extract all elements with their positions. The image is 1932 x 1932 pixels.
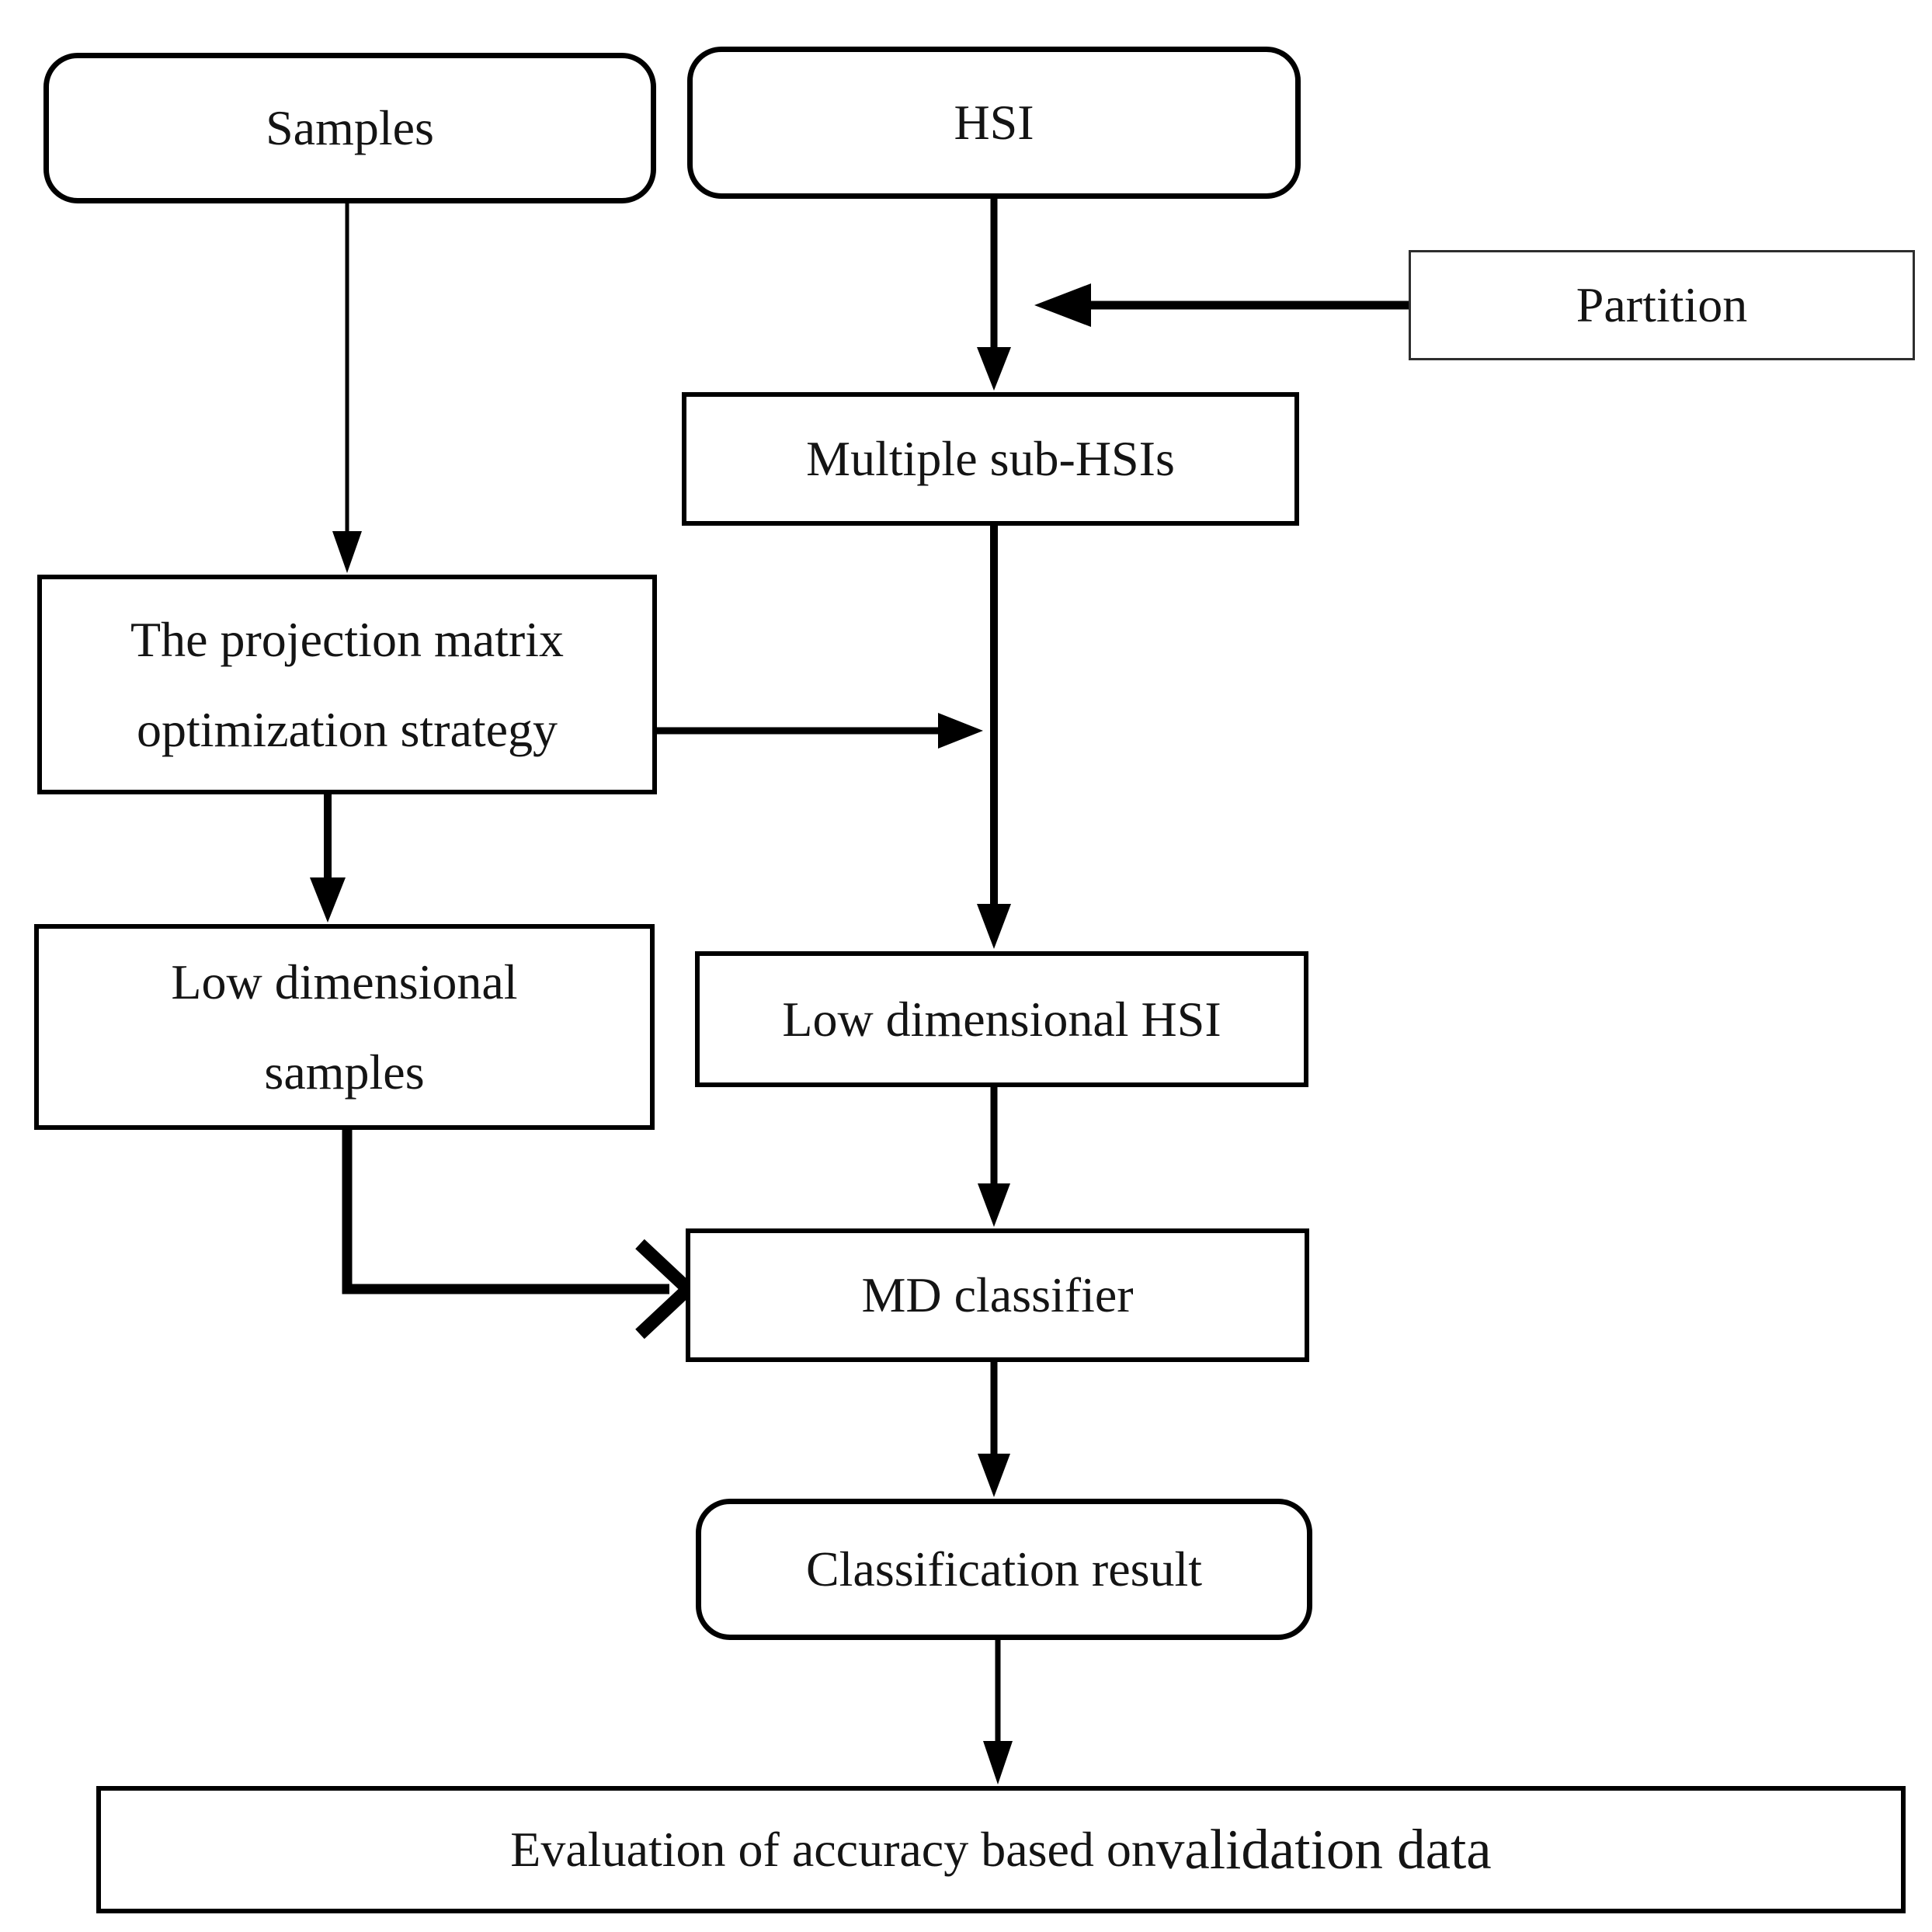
node-hsi-label: HSI <box>954 95 1034 150</box>
node-low-dimensional-hsi-label: Low dimensional HSI <box>782 991 1221 1047</box>
edge-samples-to-projection-matrix <box>332 203 362 573</box>
node-samples-label: Samples <box>266 100 434 155</box>
node-low-dimensional-samples: Low dimensional samples <box>34 924 655 1130</box>
edge-projection-matrix-to-hsi-flow <box>657 713 983 749</box>
node-low-dimensional-samples-label-line2: samples <box>264 1044 425 1100</box>
node-md-classifier-label: MD classifier <box>861 1267 1134 1322</box>
edge-multiple-sub-hsis-to-low-dimensional-hsi <box>977 526 1011 949</box>
node-projection-matrix-label-line2: optimization strategy <box>136 701 558 757</box>
node-partition-label: Partition <box>1576 277 1748 332</box>
node-samples: Samples <box>43 53 656 203</box>
node-projection-matrix: The projection matrix optimization strat… <box>37 575 657 794</box>
node-partition: Partition <box>1409 250 1915 360</box>
node-multiple-sub-hsis: Multiple sub-HSIs <box>682 392 1299 526</box>
node-multiple-sub-hsis-label: Multiple sub-HSIs <box>806 431 1175 486</box>
node-classification-result-label: Classification result <box>805 1541 1203 1597</box>
edge-low-dimensional-samples-to-md-classifier <box>342 1130 698 1340</box>
node-classification-result: Classification result <box>696 1499 1312 1640</box>
node-low-dimensional-hsi: Low dimensional HSI <box>695 951 1308 1087</box>
edge-partition-to-hsi-flow <box>1034 283 1409 327</box>
node-projection-matrix-label-line1: The projection matrix <box>130 612 565 668</box>
edge-hsi-to-multiple-sub-hsis <box>977 199 1011 391</box>
edge-projection-matrix-to-low-dimensional-samples <box>310 794 346 923</box>
node-evaluation: Evaluation of accuracy based on validati… <box>96 1786 1906 1913</box>
node-evaluation-label-prefix: Evaluation of accuracy based on <box>510 1822 1156 1877</box>
node-hsi: HSI <box>687 47 1301 199</box>
node-low-dimensional-samples-label-line1: Low dimensional <box>171 954 518 1010</box>
edge-classification-result-to-evaluation <box>983 1640 1013 1784</box>
node-md-classifier: MD classifier <box>686 1228 1309 1362</box>
edge-md-classifier-to-classification-result <box>978 1362 1010 1497</box>
edge-low-dimensional-hsi-to-md-classifier <box>978 1087 1010 1227</box>
node-evaluation-label-emphasis: validation data <box>1155 1818 1492 1882</box>
